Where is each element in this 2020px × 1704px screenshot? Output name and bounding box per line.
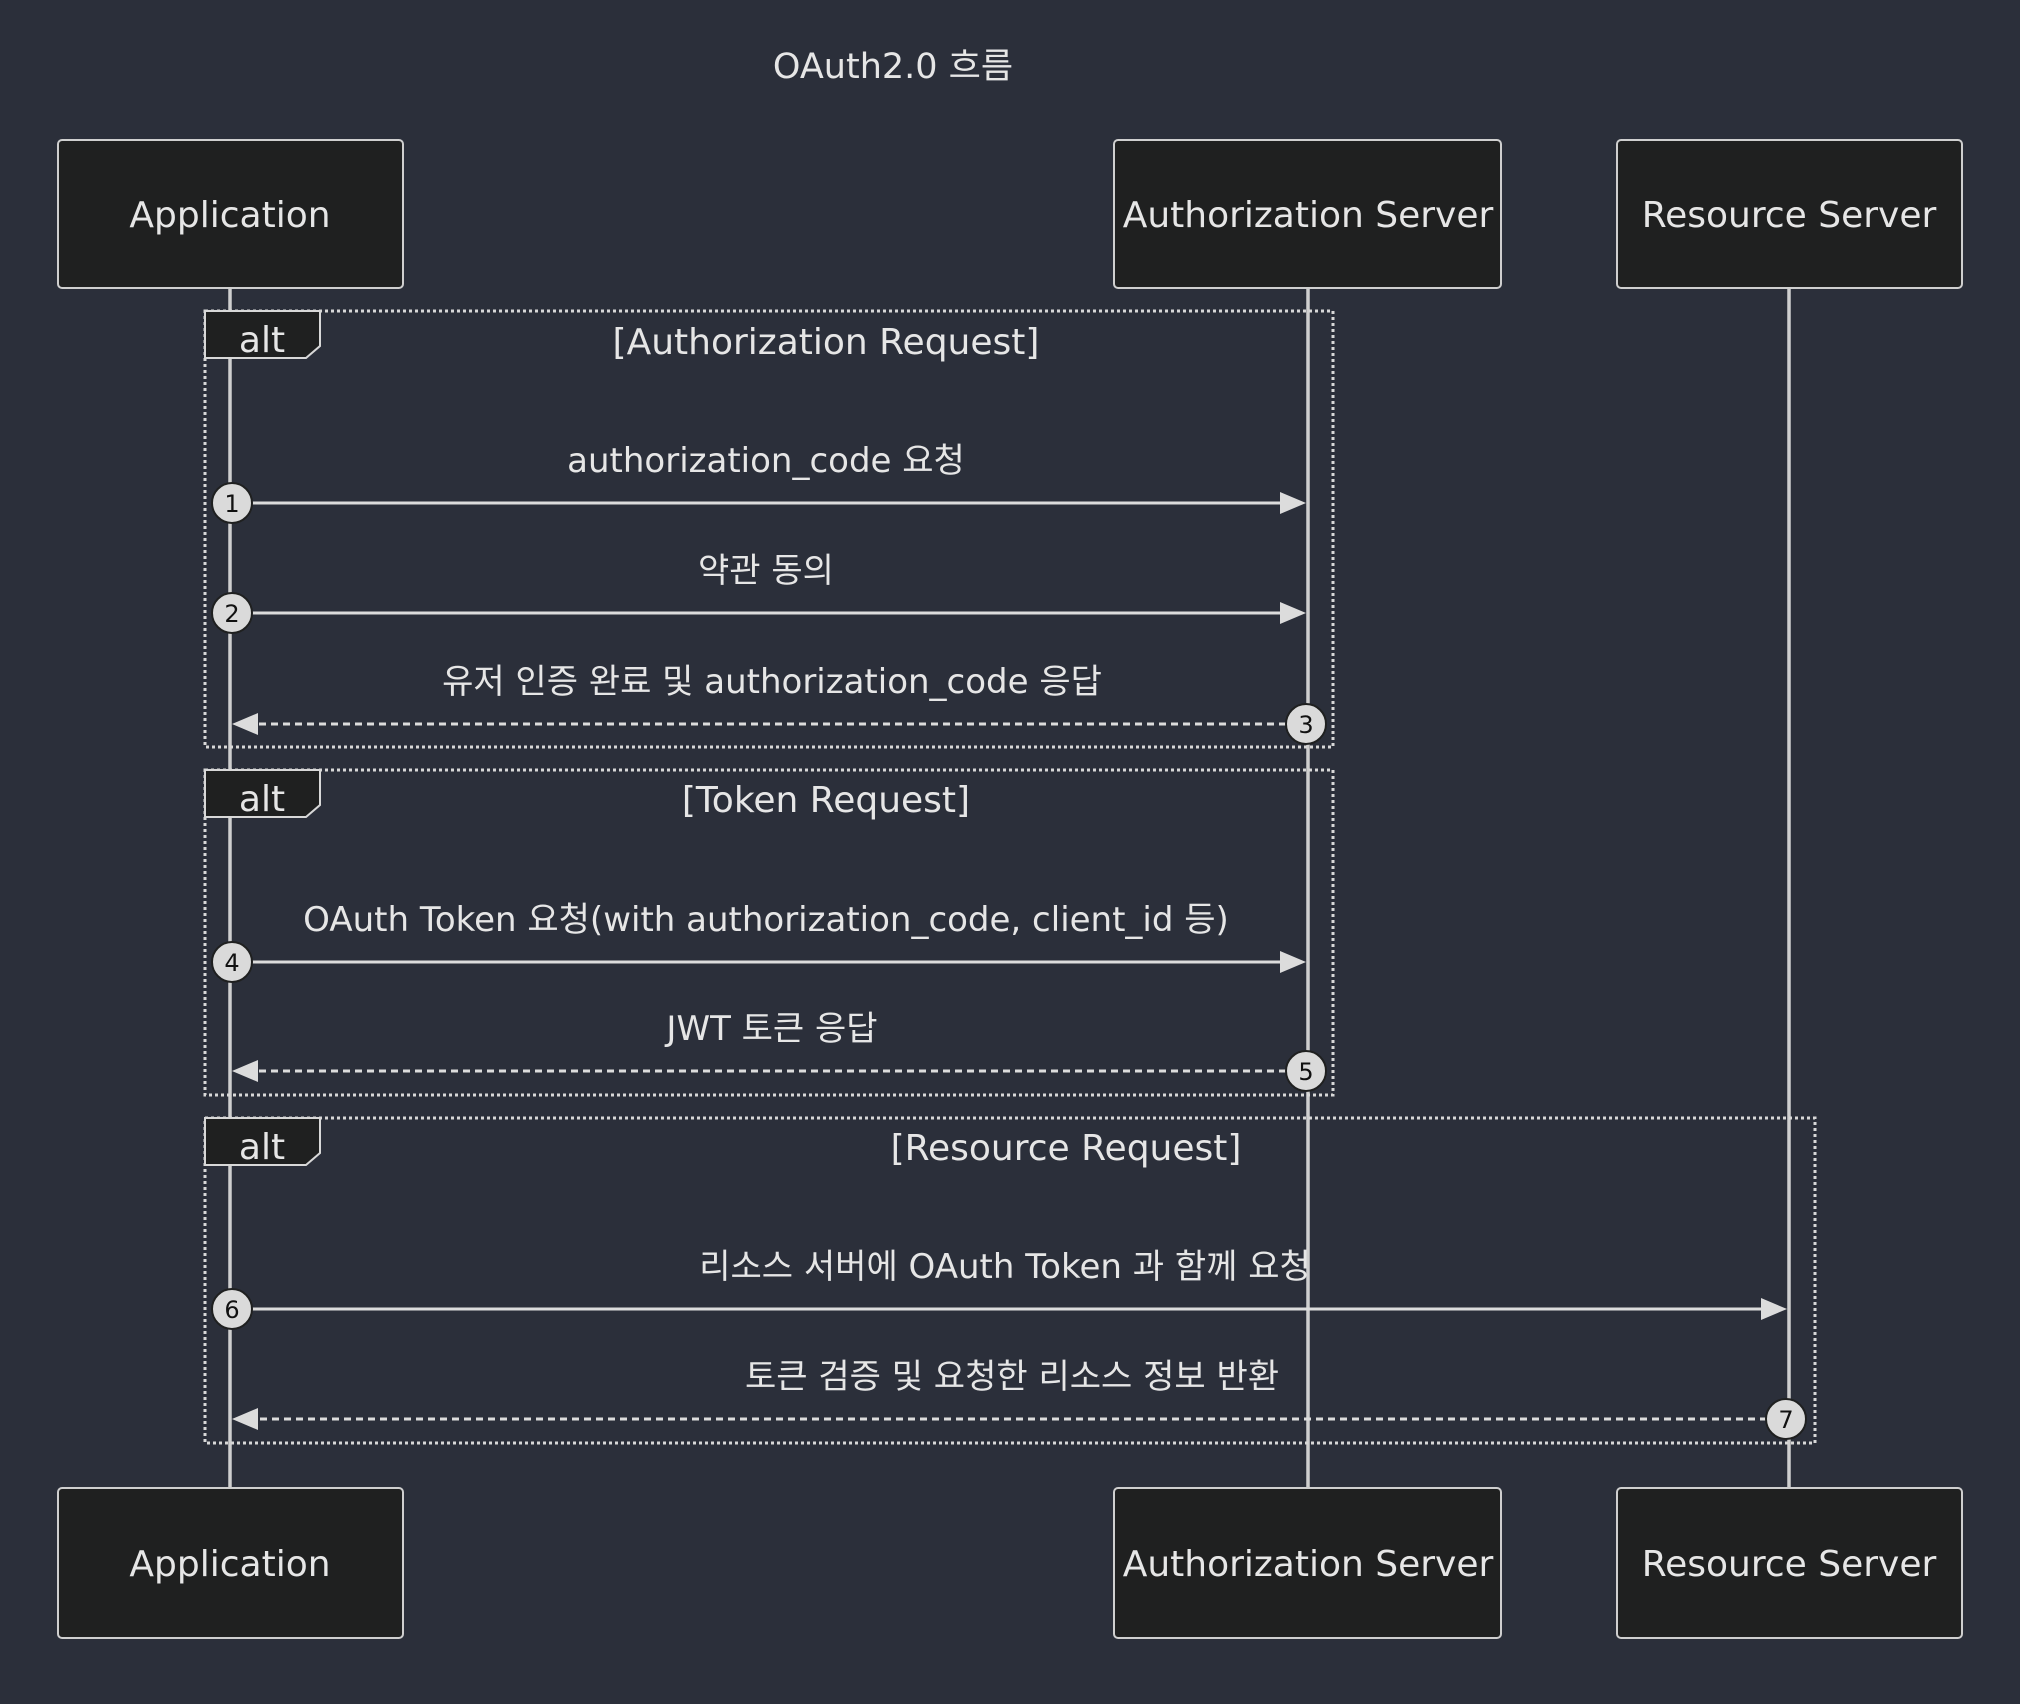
sequence-number-badge: [1285, 1050, 1327, 1092]
message-6: 리소스 서버에 OAuth Token 과 함께 요청 6: [211, 1247, 1787, 1330]
actor-authorization-server-bottom: Authorization Server: [1113, 1487, 1502, 1639]
sequence-number-badge: [1765, 1398, 1807, 1440]
sequence-number-badge: [1285, 703, 1327, 745]
sequence-number: 1: [224, 490, 239, 518]
actor-application-top: Application: [57, 139, 404, 289]
diagram-title: OAuth2.0 흐름: [773, 47, 1013, 87]
message-label: authorization_code 요청: [567, 441, 965, 481]
actor-label: Resource Server: [1642, 195, 1937, 236]
actor-label: Authorization Server: [1123, 195, 1494, 236]
actor-authorization-server-top: Authorization Server: [1113, 139, 1502, 289]
actor-resource-server-top: Resource Server: [1616, 139, 1963, 289]
actor-label: Application: [129, 1544, 330, 1585]
actor-label: Application: [129, 195, 330, 236]
sequence-number: 4: [224, 949, 239, 977]
alt-frame-resource-request: alt [Resource Request]: [203, 1116, 1817, 1445]
alt-frame-token-request: alt [Token Request]: [203, 768, 1335, 1097]
actor-application-bottom: Application: [57, 1487, 404, 1639]
actor-label: Authorization Server: [1123, 1544, 1494, 1585]
message-label: 리소스 서버에 OAuth Token 과 함께 요청: [699, 1247, 1311, 1287]
alt-condition: [Resource Request]: [891, 1128, 1242, 1169]
message-label: 토큰 검증 및 요청한 리소스 정보 반환: [745, 1357, 1279, 1397]
alt-tag-box: [204, 310, 321, 359]
message-label: JWT 토큰 응답: [664, 1009, 877, 1049]
alt-condition: [Authorization Request]: [613, 322, 1040, 363]
sequence-number: 3: [1298, 711, 1313, 739]
alt-tag: alt: [239, 779, 285, 820]
message-7: 토큰 검증 및 요청한 리소스 정보 반환 7: [232, 1357, 1807, 1440]
sequence-number: 6: [224, 1296, 239, 1324]
arrow-head: [1280, 492, 1306, 514]
arrow-head: [232, 713, 258, 735]
arrow-head: [232, 1408, 258, 1430]
arrow-head: [1280, 951, 1306, 973]
alt-tag-box: [204, 769, 321, 818]
alt-frame-authorization-request: alt [Authorization Request]: [203, 309, 1335, 749]
arrow-head: [1280, 602, 1306, 624]
actor-label: Resource Server: [1642, 1544, 1937, 1585]
sequence-number: 7: [1778, 1406, 1793, 1434]
message-2: 약관 동의 2: [211, 551, 1306, 634]
sequence-number-badge: [211, 941, 253, 983]
message-label: OAuth Token 요청(with authorization_code, …: [303, 900, 1229, 940]
message-label: 약관 동의: [698, 551, 834, 591]
sequence-number: 5: [1298, 1058, 1313, 1086]
message-1: authorization_code 요청 1: [211, 441, 1306, 524]
sequence-number-badge: [211, 482, 253, 524]
message-label: 유저 인증 완료 및 authorization_code 응답: [442, 662, 1102, 702]
arrow-head: [1761, 1298, 1787, 1320]
alt-condition: [Token Request]: [682, 780, 970, 821]
sequence-number-badge: [211, 592, 253, 634]
actor-resource-server-bottom: Resource Server: [1616, 1487, 1963, 1639]
alt-tag: alt: [239, 1127, 285, 1168]
alt-tag-box: [204, 1117, 321, 1166]
alt-tag: alt: [239, 320, 285, 361]
message-3: 유저 인증 완료 및 authorization_code 응답 3: [232, 662, 1327, 745]
sequence-number-badge: [211, 1288, 253, 1330]
arrow-head: [232, 1060, 258, 1082]
message-5: JWT 토큰 응답 5: [232, 1009, 1327, 1092]
message-4: OAuth Token 요청(with authorization_code, …: [211, 900, 1306, 983]
sequence-number: 2: [224, 600, 239, 628]
